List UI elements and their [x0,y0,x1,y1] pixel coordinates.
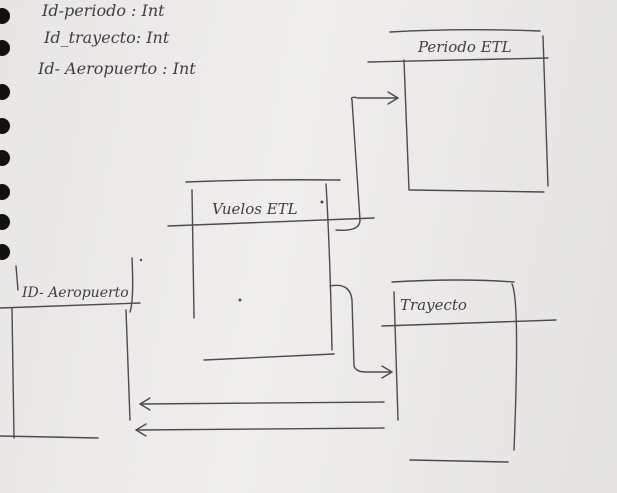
note-id-periodo: Id-periodo : Int [41,1,165,20]
binding-hole [0,8,10,24]
entity-trayecto-title: Trayecto [400,296,467,314]
entity-vuelos: Vuelos ETL [167,179,375,361]
entity-vuelos-title: Vuelos ETL [212,200,298,218]
connector-trayecto-aeropuerto [135,397,385,437]
ink-dot [320,200,324,204]
note-id-trayecto: Id_trayecto: Int [43,28,170,47]
entity-trayecto: Trayecto [381,279,557,463]
connector-vuelos-trayecto [329,284,393,379]
binding-hole [0,150,10,166]
ink-dot [238,298,242,302]
entity-periodo-title: Periodo ETL [417,38,512,56]
note-id-aeropuerto: Id- Aeropuerto : Int [37,59,196,78]
binding-hole [0,184,10,200]
binding-hole [0,118,10,134]
entity-aeropuerto-title: ID- Aeropuerto [21,285,129,301]
entity-aeropuerto: ID- Aeropuerto [0,257,141,439]
binding-hole [0,40,10,56]
connector-vuelos-periodo [335,91,399,231]
ink-dot [139,258,143,262]
binding-hole [0,214,10,230]
binding-hole [0,244,10,260]
entity-periodo: Periodo ETL [367,29,549,193]
binding-hole [0,84,10,100]
